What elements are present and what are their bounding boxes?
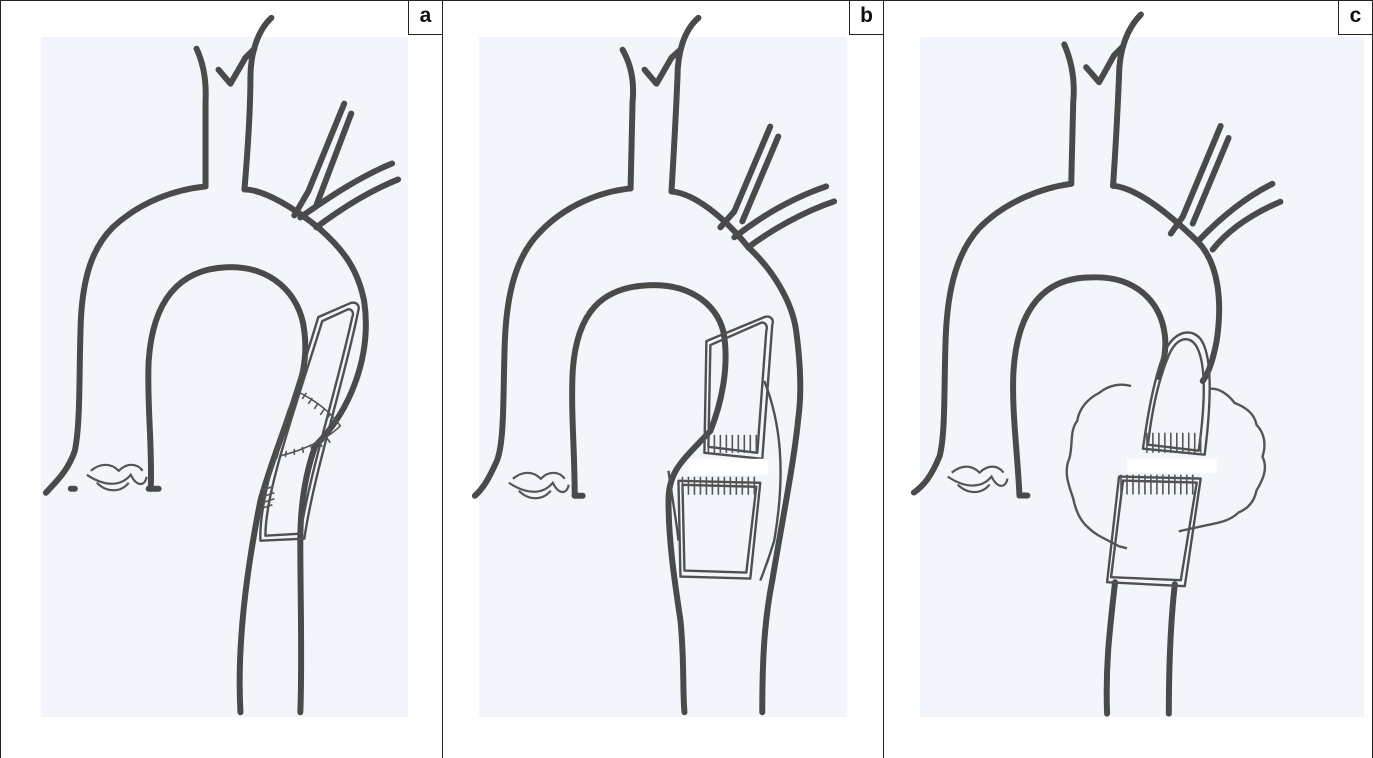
panel-c-illustration: [884, 1, 1372, 758]
distal-stent-graft: [678, 481, 760, 579]
supra-aortic-branches: [623, 18, 835, 247]
endoleak-gap: [1127, 459, 1217, 473]
endoleak-gap: [688, 459, 768, 475]
aortic-arch-outer: [914, 184, 1071, 493]
stent-graft: [260, 303, 358, 541]
aortic-valve: [948, 467, 1008, 492]
panel-c: c: [883, 1, 1373, 758]
aortic-arch-outer: [46, 186, 206, 492]
aortic-arch-outer: [475, 188, 631, 495]
aortic-valve: [87, 465, 147, 490]
aortic-valve: [509, 473, 569, 498]
supra-aortic-branches: [1064, 14, 1280, 249]
panel-b-illustration: [443, 1, 883, 758]
panel-a-illustration: [1, 1, 442, 758]
panel-b: b: [442, 1, 883, 758]
panel-a: a: [0, 1, 442, 758]
supra-aortic-branches: [197, 18, 399, 228]
